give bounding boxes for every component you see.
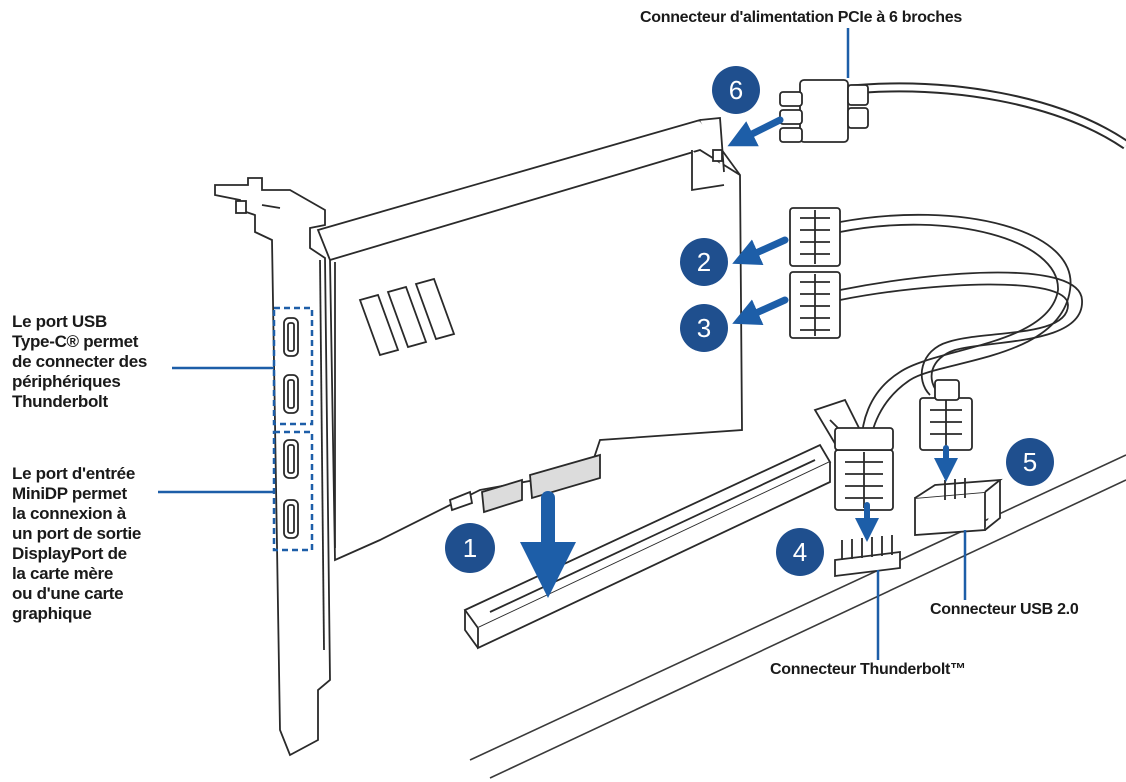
motherboard-surface [469,454,1126,779]
step-number-3: 3 [697,313,711,343]
step-badge-3: 3 [680,304,728,352]
pcie-power-connector-illustration [779,79,1126,150]
pcie-power-connector-label: Connecteur d'alimentation PCIe à 6 broch… [640,9,962,26]
connector-2-illustration [789,207,841,267]
insertion-arrows [520,116,958,598]
step-number-6: 6 [729,75,743,105]
bracket-ports [283,317,299,539]
step-number-5: 5 [1023,447,1037,477]
usb2-connector-label: Connecteur USB 2.0 [930,601,1079,618]
thunderbolt-header-illustration [834,535,901,578]
step-badge-2: 2 [680,238,728,286]
thunderbolt-cable-plug-illustration [834,427,894,511]
usb-c-port-label: Le port USB Type-C® permet de connecter … [12,312,148,411]
usb-cable-plug-illustration [919,379,973,451]
step-number-1: 1 [463,533,477,563]
usb-header-illustration [914,478,1003,536]
step-badge-6: 6 [712,66,760,114]
connector-3-illustration [789,271,841,339]
leader-lines [158,28,967,660]
step-badge-5: 5 [1006,438,1054,486]
step-number-2: 2 [697,247,711,277]
step-badge-1: 1 [445,523,495,573]
expansion-card-illustration [316,117,743,562]
step-number-4: 4 [793,537,807,567]
step-badge-4: 4 [776,528,824,576]
io-bracket-illustration [214,177,331,757]
header-cable-illustration [839,213,1083,451]
thunderbolt-connector-label: Connecteur Thunderbolt™ [770,661,966,678]
minidp-port-label: Le port d'entrée MiniDP permet la connex… [12,464,142,623]
